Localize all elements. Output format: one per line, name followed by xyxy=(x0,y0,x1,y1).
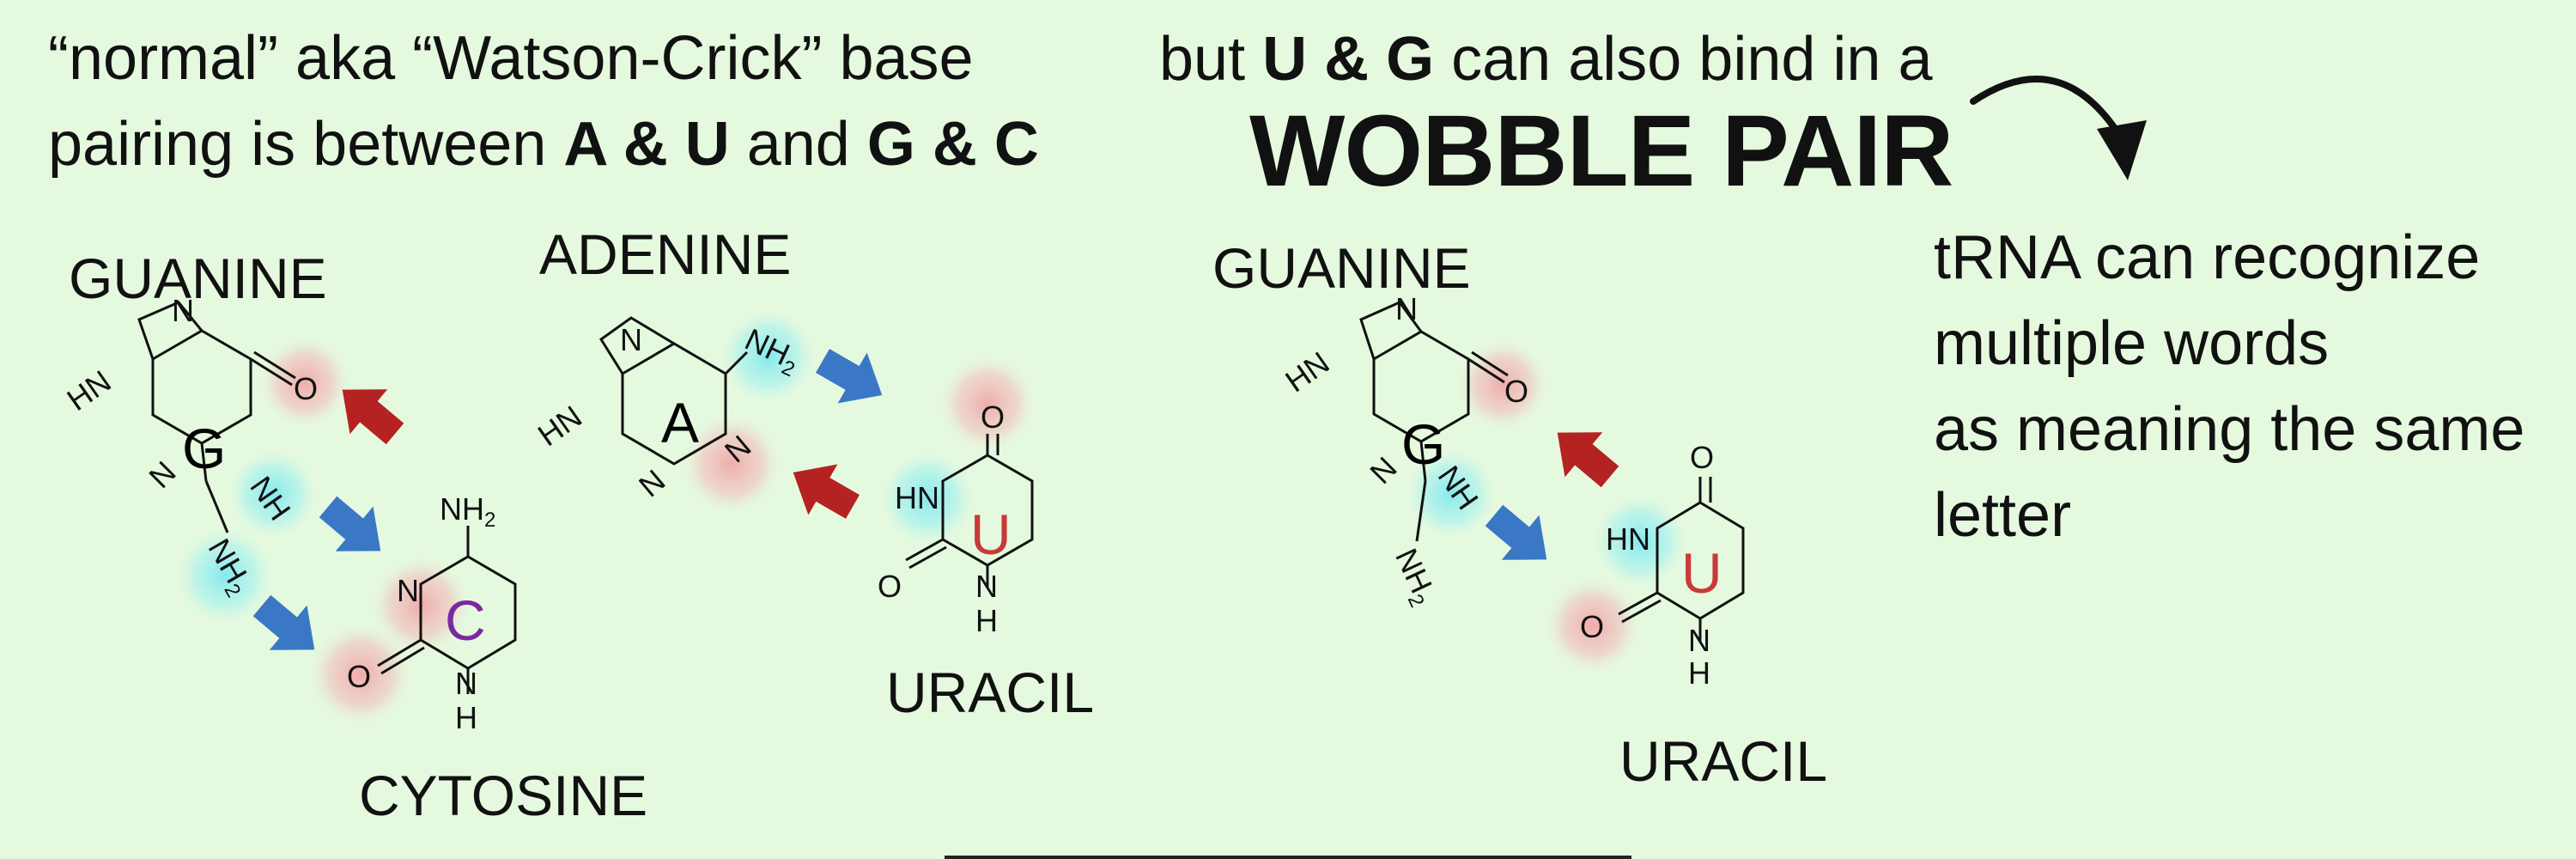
note-line-4: letter xyxy=(1934,481,2072,550)
ring-letter-c: C xyxy=(445,588,486,652)
donor-glow xyxy=(878,448,977,548)
uracil-1-structure: O HN O N H U xyxy=(878,399,1034,638)
atom-nh2: NH2 xyxy=(1384,543,1444,611)
label-uracil-2: URACIL xyxy=(1619,729,1828,793)
wobble-intro: but U & G can also bind in a xyxy=(1159,25,1933,94)
acceptor-glow xyxy=(1455,338,1550,432)
atom-n: N xyxy=(1688,623,1710,658)
atom-n: N xyxy=(397,573,419,608)
atom-o: O xyxy=(981,399,1005,435)
blue-arrow xyxy=(252,594,315,650)
red-arrow xyxy=(342,389,404,445)
intro-line-2: pairing is between A & U and G & C xyxy=(48,101,1039,187)
atom-hn: HN xyxy=(532,399,588,453)
acceptor-glow xyxy=(258,335,352,430)
intro-line-2-prefix: pairing is between xyxy=(48,110,564,179)
blue-arrow xyxy=(319,496,381,551)
ring-letter-u: U xyxy=(1681,541,1722,605)
curved-arrow-icon xyxy=(1970,76,2147,180)
intro-text: “normal” aka “Watson-Crick” base pairing… xyxy=(48,15,1039,187)
atom-o: O xyxy=(1580,609,1604,644)
donor-glow xyxy=(1404,447,1498,541)
label-cytosine: CYTOSINE xyxy=(359,764,648,827)
ring-letter-a: A xyxy=(661,391,699,454)
ring-letter-u: U xyxy=(970,503,1012,566)
atom-hn: HN xyxy=(60,363,117,417)
atom-h: H xyxy=(1688,655,1710,691)
ring-letter-g: G xyxy=(1401,412,1445,476)
donor-glow xyxy=(719,307,818,406)
atom-hn: HN xyxy=(1279,344,1335,399)
red-arrow xyxy=(1557,432,1619,488)
label-guanine-2: GUANINE xyxy=(1212,236,1471,300)
donor-glow xyxy=(173,524,276,627)
label-guanine-1: GUANINE xyxy=(69,247,327,310)
atom-h: H xyxy=(975,603,998,638)
label-uracil-1: URACIL xyxy=(886,661,1095,724)
acceptor-glow xyxy=(307,621,414,728)
atom-o: O xyxy=(1690,440,1714,475)
pair-g-c: G & C xyxy=(866,110,1039,179)
bottom-divider xyxy=(945,856,1631,859)
wobble-prefix: but xyxy=(1159,25,1263,94)
wobble-suffix: can also bind in a xyxy=(1434,25,1933,94)
blue-arrow xyxy=(1485,504,1547,560)
atom-o: O xyxy=(294,371,318,406)
cytosine-structure: NH2 N O N H C xyxy=(347,491,517,735)
note-line-2: multiple words xyxy=(1934,309,2330,378)
donor-glow xyxy=(226,447,320,541)
blue-arrow xyxy=(816,349,883,404)
ring-letter-g: G xyxy=(182,417,226,480)
donor-glow xyxy=(1590,491,1690,591)
atom-hn: HN xyxy=(1606,521,1650,557)
acceptor-glow xyxy=(938,354,1037,454)
pair-u-g: U & G xyxy=(1262,25,1435,94)
atom-o: O xyxy=(878,569,902,604)
atom-o: O xyxy=(1504,374,1528,409)
intro-and: and xyxy=(729,110,867,179)
atom-n: N xyxy=(455,666,477,701)
atom-n: N xyxy=(1395,291,1418,326)
atom-o: O xyxy=(347,659,371,694)
intro-line-1: “normal” aka “Watson-Crick” base xyxy=(48,24,974,93)
note-line-3: as meaning the same xyxy=(1934,395,2525,464)
glow-markers xyxy=(173,307,1690,728)
atom-n: N xyxy=(620,322,642,357)
trna-note: tRNA can recognize multiple words as mea… xyxy=(1934,215,2524,558)
atom-nh2: NH2 xyxy=(440,491,495,532)
uracil-2-structure: O HN O N H U xyxy=(1580,440,1745,691)
interaction-arrows xyxy=(252,349,1619,650)
atom-n: N xyxy=(632,462,671,503)
atom-hn: HN xyxy=(895,480,939,515)
wobble-pair-title: WOBBLE PAIR xyxy=(1249,94,1953,208)
atom-n: N xyxy=(142,454,182,495)
atom-h: H xyxy=(455,700,477,735)
acceptor-glow xyxy=(1543,576,1643,675)
note-line-1: tRNA can recognize xyxy=(1934,223,2481,292)
pair-a-u: A & U xyxy=(563,110,730,179)
acceptor-glow xyxy=(680,412,783,515)
atom-n: N xyxy=(172,293,194,328)
label-adenine: ADENINE xyxy=(539,222,792,286)
atom-n: N xyxy=(1363,450,1403,490)
atom-n: N xyxy=(975,569,998,604)
red-arrow xyxy=(793,464,860,519)
